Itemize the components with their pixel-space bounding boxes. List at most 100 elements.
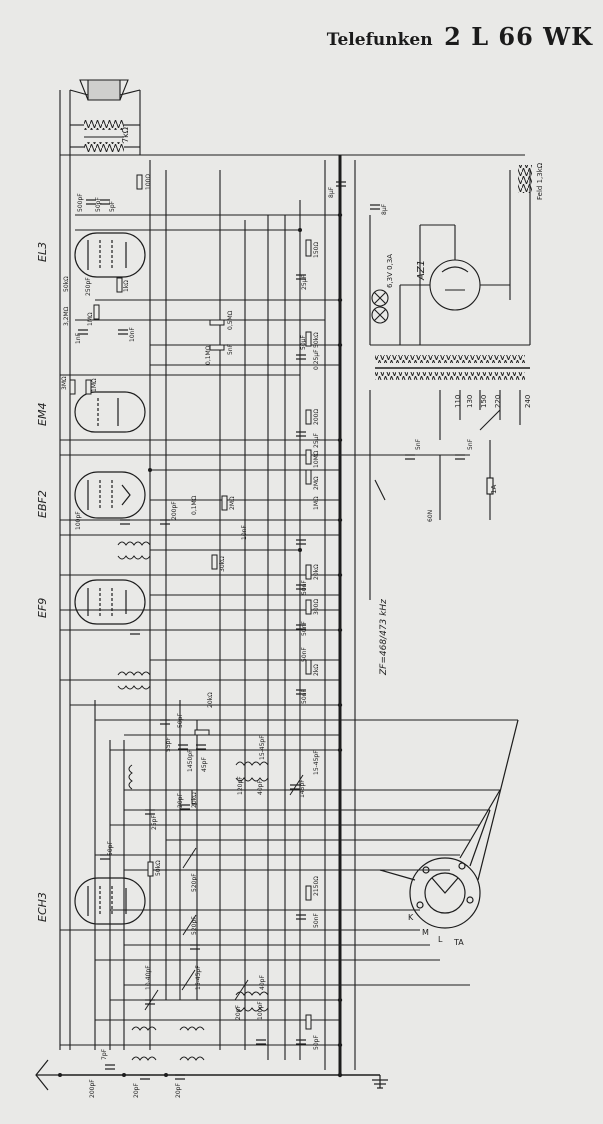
brand-label: Telefunken xyxy=(326,30,433,50)
component-value: 20pF xyxy=(175,1083,182,1098)
speaker-label: 7kΩ xyxy=(121,127,130,143)
component-value: 50kΩ xyxy=(155,860,162,876)
schematic-title: Telefunken 2 L 66 WK xyxy=(327,22,593,51)
tube-label-ech3: ECH3 xyxy=(36,892,49,922)
component-value: 520pF xyxy=(191,916,198,935)
component-value: 0,5MΩ xyxy=(227,310,234,330)
component-value: 200pF xyxy=(171,501,178,520)
component-value: 8µF xyxy=(328,186,335,198)
component-value: 50nF xyxy=(301,621,308,636)
component-value: 40pF xyxy=(259,975,266,990)
component-value: 2MΩ xyxy=(229,496,236,510)
component-value: 15-45pF xyxy=(313,750,320,775)
component-value: 25µF xyxy=(301,275,308,290)
mains-tap: 220 xyxy=(494,395,502,408)
component-value: 2150Ω xyxy=(313,876,320,896)
component-value: 50nF xyxy=(301,647,308,662)
component-value: 50nF xyxy=(301,580,308,595)
component-value: 150Ω xyxy=(313,242,320,258)
component-value: 1450pF xyxy=(187,749,194,772)
model-label: 2 L 66 WK xyxy=(444,22,593,51)
component-value: 5nF xyxy=(227,343,234,355)
component-value: 8µF xyxy=(381,203,388,215)
component-value: 300Ω xyxy=(313,599,320,615)
component-value: 50pF xyxy=(313,1035,320,1050)
component-value: 1kΩ xyxy=(123,280,130,292)
component-value: 45pF xyxy=(201,757,208,772)
component-value: 2MΩ xyxy=(313,476,320,490)
component-value: 100Ω xyxy=(145,174,152,190)
component-value: 50nF xyxy=(313,913,320,928)
component-value: 520pF xyxy=(191,873,198,892)
component-value: 20pF xyxy=(133,1083,140,1098)
component-value: 500pF xyxy=(77,193,84,212)
component-values: 500pF 50pF 5pF 100Ω 8µF 8µF 50kΩ 250pF 1… xyxy=(61,174,474,1098)
tube-label-ef9: EF9 xyxy=(36,598,49,618)
component-value: 50kΩ xyxy=(63,276,70,292)
component-value: 145pF xyxy=(299,779,306,798)
component-value: 10nF xyxy=(129,327,136,342)
component-value: 15-45pF xyxy=(259,735,266,760)
tube-label-em4: EM4 xyxy=(36,403,49,426)
fuse-label: 1A xyxy=(490,485,498,494)
component-value: 10MΩ xyxy=(313,450,320,468)
component-value: 50nF xyxy=(301,689,308,704)
component-value: 250pF xyxy=(85,277,92,296)
component-value: 25pF xyxy=(151,815,158,830)
component-value: 200Ω xyxy=(313,409,320,425)
component-value: 200pF xyxy=(89,1079,96,1098)
component-value: 15-45pF xyxy=(195,965,202,990)
component-value: 2kΩ xyxy=(313,664,320,676)
tube-label-ebf2: EBF2 xyxy=(36,490,49,518)
field-coil-label: Feld 1,3kΩ xyxy=(536,162,544,200)
pilot-lamp-label: 6,3V 0,3A xyxy=(386,254,394,288)
if-frequency-label: ZF=468/473 kHz xyxy=(379,599,389,676)
component-value: 30kΩ xyxy=(219,556,226,572)
component-value: 50pF xyxy=(177,713,184,728)
component-value: 55pF xyxy=(165,737,172,752)
component-value: 40pF xyxy=(257,780,264,795)
component-value: 50µF xyxy=(300,335,307,350)
component-value: 20kΩ xyxy=(191,792,198,808)
component-value: 5pF xyxy=(109,200,116,212)
component-value: 3,2MΩ xyxy=(63,306,70,326)
component-value: 25µF xyxy=(313,433,320,448)
rectifier-label: AZ1 xyxy=(416,260,427,281)
component-value: 20kΩ xyxy=(207,692,214,708)
tube-label-el3: EL3 xyxy=(36,242,49,262)
component-value: 1nF xyxy=(75,332,82,344)
mains-tap: 150 xyxy=(480,395,488,408)
mains-tap: 240 xyxy=(524,395,532,408)
component-value: 10nF xyxy=(241,525,248,540)
component-value: 0,1MΩ xyxy=(205,345,212,365)
component-value: 50pF xyxy=(107,841,114,856)
component-value: 100pF xyxy=(257,1001,264,1020)
component-value: 120pF xyxy=(237,776,244,795)
component-value: 20pF xyxy=(235,1005,242,1020)
switch-contact-l: L xyxy=(438,935,443,944)
component-value: 1MΩ xyxy=(91,378,98,392)
switch-contact-m: M xyxy=(422,928,429,937)
component-value: 10-40pF xyxy=(145,965,152,990)
component-value: 1MΩ xyxy=(313,496,320,510)
component-value: 100pF xyxy=(75,511,82,530)
component-value: 7pF xyxy=(101,1048,108,1060)
component-value: 5nF xyxy=(415,438,422,450)
component-value: 20pF xyxy=(177,793,184,808)
component-value: 3MΩ xyxy=(61,376,68,390)
mains-taps: 110 130 150 220 240 xyxy=(454,395,532,408)
component-value: 0,25µF xyxy=(313,349,320,370)
component-value: 5nF xyxy=(467,438,474,450)
component-value: 50pF xyxy=(95,197,102,212)
mains-tap: 110 xyxy=(454,395,462,408)
component-value: 50kΩ xyxy=(313,332,320,348)
component-value: 0,1MΩ xyxy=(191,495,198,515)
component-value: 1MΩ xyxy=(87,312,94,326)
component-value: 20kΩ xyxy=(313,564,320,580)
component-value: 60N xyxy=(427,510,434,522)
switch-contact-k: K xyxy=(408,913,414,922)
mains-tap: 130 xyxy=(466,395,474,408)
switch-contact-ta: TA xyxy=(453,938,464,947)
